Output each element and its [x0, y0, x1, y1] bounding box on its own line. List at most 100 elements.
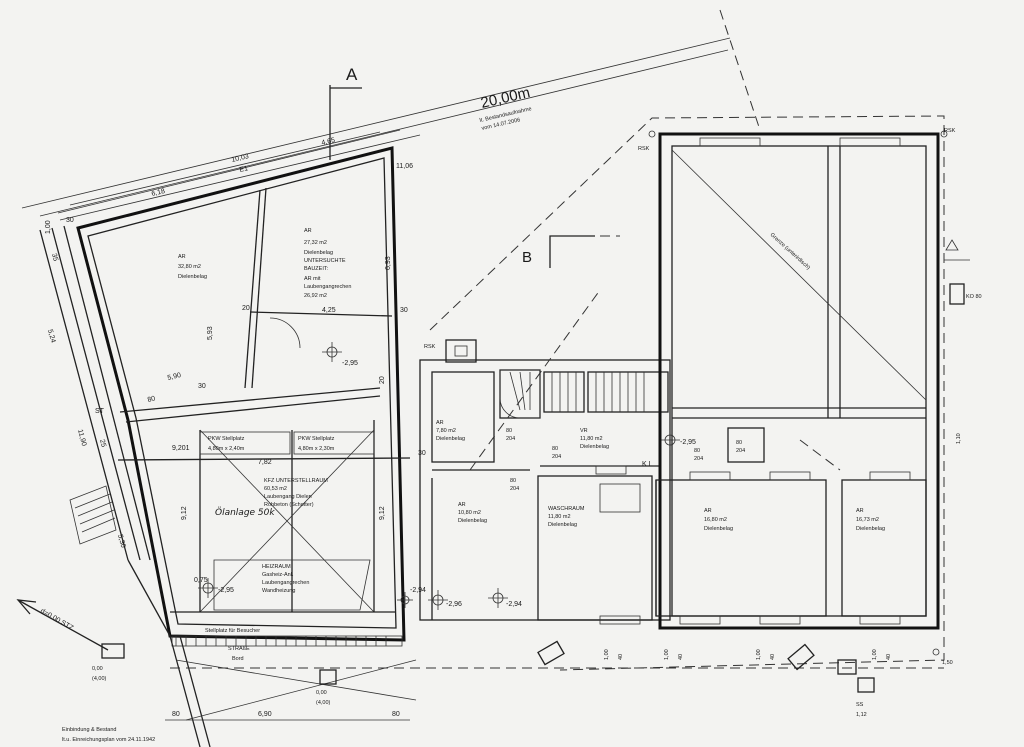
svg-text:7,80 m2: 7,80 m2 [436, 428, 456, 434]
svg-text:KO 80: KO 80 [966, 294, 982, 300]
svg-text:AR: AR [704, 508, 712, 514]
room-ar-2: AR 27,32 m2 Dielenbelag UNTERSUCHTE BAUZ… [304, 228, 351, 299]
main-building-walls [595, 132, 940, 630]
room-ar-6: AR 16,73 m2 Dielenbelag [856, 508, 885, 532]
svg-text:4,80m x 2,30m: 4,80m x 2,30m [298, 446, 335, 452]
svg-text:-2,94: -2,94 [410, 587, 426, 594]
dim-80: 80 [147, 395, 156, 404]
street-label: STRAßE [228, 646, 250, 652]
svg-text:Laubengangrechen: Laubengangrechen [304, 284, 351, 290]
bord-label: Bord [232, 656, 244, 662]
level-marker-1: -2,95 [322, 342, 358, 367]
svg-text:Gasheiz-Anl.: Gasheiz-Anl. [262, 572, 294, 578]
dim-530: 5,30 [116, 534, 126, 549]
kl-label: K L [642, 461, 653, 468]
svg-text:1,50: 1,50 [942, 660, 953, 666]
svg-text:204: 204 [506, 436, 515, 442]
dim-782: 7,82 [258, 459, 272, 466]
svg-text:11,80 m2: 11,80 m2 [580, 436, 603, 442]
overall-dimension: 20,00m lt. Bestandsaufnahme vom 14.07.20… [21, 37, 731, 221]
left-wall-strip: 1,00 30 35 5,24 11,90 25 5,30 ST [39, 217, 171, 637]
svg-text:AR: AR [178, 254, 186, 260]
svg-text:1,10: 1,10 [956, 433, 962, 444]
svg-text:Dielenbelag: Dielenbelag [704, 526, 733, 532]
oelanlage-label: Ölanlage 50k [215, 507, 275, 518]
svg-text:1,00: 1,00 [664, 649, 670, 660]
svg-text:RSK: RSK [638, 146, 650, 152]
svg-text:KFZ UNTERSTELLRAUM: KFZ UNTERSTELLRAUM [264, 478, 328, 484]
svg-text:80: 80 [552, 446, 558, 452]
svg-text:PKW Stellplatz: PKW Stellplatz [298, 436, 335, 442]
svg-text:11,80 m2: 11,80 m2 [548, 514, 571, 520]
svg-text:Dielenbelag: Dielenbelag [304, 250, 333, 256]
section-a-label: A [346, 65, 358, 84]
dim-465: 4,65 [321, 137, 336, 147]
dim-593: 5,93 [207, 326, 214, 340]
room-pkw-1: PKW Stellplatz 4,80m x 2,40m [208, 436, 245, 452]
level-marker-4: -2,94 [488, 588, 522, 608]
svg-text:Laubengang Dielen: Laubengang Dielen [264, 494, 312, 500]
svg-text:80: 80 [510, 478, 516, 484]
svg-text:RSK: RSK [424, 344, 436, 350]
svg-text:0,75: 0,75 [194, 577, 208, 584]
svg-text:Laubengangrechen: Laubengangrechen [262, 580, 309, 586]
center-block [419, 339, 671, 621]
garage-dimensions: 11,06 6,93 5,93 20 4,25 30 20 5,90 80 30… [147, 163, 426, 520]
door-swing-ar2 [269, 317, 301, 349]
svg-text:Dielenbelag: Dielenbelag [178, 274, 207, 280]
svg-text:204: 204 [694, 456, 703, 462]
svg-text:-2,95: -2,95 [342, 360, 358, 367]
svg-text:80: 80 [694, 448, 700, 454]
svg-text:40: 40 [618, 654, 624, 660]
level-marker-3: -2,96 [428, 590, 462, 610]
svg-text:AR: AR [304, 228, 312, 234]
street-lines: 80 6,90 80 [165, 635, 944, 747]
dim-524: 5,24 [46, 329, 56, 344]
street-arrow: d=0,00 STZ 0,00 (4,00) [16, 599, 125, 682]
svg-text:(4,00): (4,00) [92, 676, 107, 682]
svg-text:RSK: RSK [944, 128, 956, 134]
dim-912b: 9,12 [379, 506, 386, 520]
section-marker-b: B [522, 235, 620, 268]
title-line1: Einbindung & Bestand [62, 727, 116, 733]
left-stairs [69, 485, 117, 545]
dim-80b: 80 [172, 711, 180, 718]
svg-text:40: 40 [678, 654, 684, 660]
level-marker-6: -2,95 [660, 430, 696, 450]
svg-text:1,00: 1,00 [872, 649, 878, 660]
svg-text:Dielenbelag: Dielenbelag [580, 444, 609, 450]
svg-text:Dielenbelag: Dielenbelag [856, 526, 885, 532]
room-vr: VR 11,80 m2 Dielenbelag [580, 428, 609, 450]
svg-text:80: 80 [506, 428, 512, 434]
svg-text:1,00: 1,00 [756, 649, 762, 660]
title-block: Einbindung & Bestand lt.u. Einreichungsp… [62, 727, 155, 743]
property-boundary: RSK RSK RSK [424, 9, 956, 671]
dim-1190: 11,90 [76, 429, 87, 447]
svg-text:40: 40 [886, 654, 892, 660]
dim-25: 25 [98, 439, 107, 448]
svg-text:BAUZEIT:: BAUZEIT: [304, 266, 329, 272]
sill-labels: 1,00 40 1,00 40 1,00 40 1,00 40 [604, 649, 892, 660]
svg-text:AR: AR [856, 508, 864, 514]
svg-text:Wandheizung: Wandheizung [262, 588, 295, 594]
svg-text:PKW Stellplatz: PKW Stellplatz [208, 436, 245, 442]
svg-text:SS: SS [856, 702, 864, 708]
dim-693: 6,93 [385, 256, 392, 270]
dim-30b: 30 [400, 307, 408, 314]
dim-20b: 20 [379, 376, 386, 384]
svg-text:40: 40 [770, 654, 776, 660]
svg-text:WASCHRAUM: WASCHRAUM [548, 506, 585, 512]
svg-text:27,32 m2: 27,32 m2 [304, 240, 327, 246]
room-ar-1: AR 32,80 m2 Dielenbelag [178, 254, 207, 280]
dim-30a: 30 [66, 217, 74, 224]
room-pkw-2: PKW Stellplatz 4,80m x 2,30m [298, 436, 335, 452]
room-waschraum: WASCHRAUM 11,80 m2 Dielenbelag [548, 506, 585, 528]
svg-text:AR: AR [458, 502, 466, 508]
svg-text:AR mit: AR mit [304, 276, 321, 282]
svg-text:Dielenbelag: Dielenbelag [458, 518, 487, 524]
dim-618: 6,18 [151, 188, 166, 198]
svg-text:AR: AR [436, 420, 444, 426]
dim-80c: 80 [392, 711, 400, 718]
section-b-label: B [522, 249, 532, 266]
